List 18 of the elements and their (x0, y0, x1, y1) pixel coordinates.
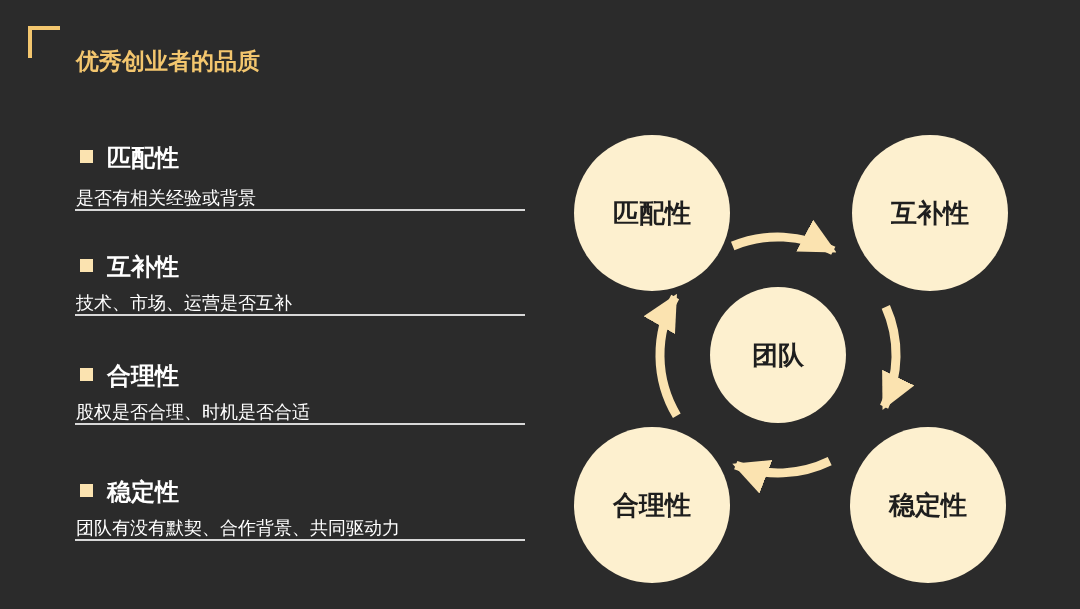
description: 是否有相关经验或背景 (76, 186, 256, 210)
node-label: 稳定性 (889, 488, 967, 522)
curved-arrow (731, 221, 837, 255)
node-label: 匹配性 (613, 196, 691, 230)
node-label: 合理性 (613, 488, 691, 522)
description: 股权是否合理、时机是否合适 (76, 400, 310, 424)
curved-arrow (732, 456, 832, 493)
heading: 互补性 (107, 252, 179, 283)
curved-arrow (879, 305, 914, 411)
curved-arrow (644, 293, 681, 418)
heading: 匹配性 (107, 143, 179, 174)
node-label: 团队 (752, 338, 804, 372)
slide-title: 优秀创业者的品质 (76, 47, 260, 76)
description: 团队有没有默契、合作背景、共同驱动力 (76, 516, 400, 540)
heading: 合理性 (107, 361, 179, 392)
description: 技术、市场、运营是否互补 (76, 291, 292, 315)
node-label: 互补性 (891, 196, 969, 230)
heading: 稳定性 (107, 477, 179, 508)
